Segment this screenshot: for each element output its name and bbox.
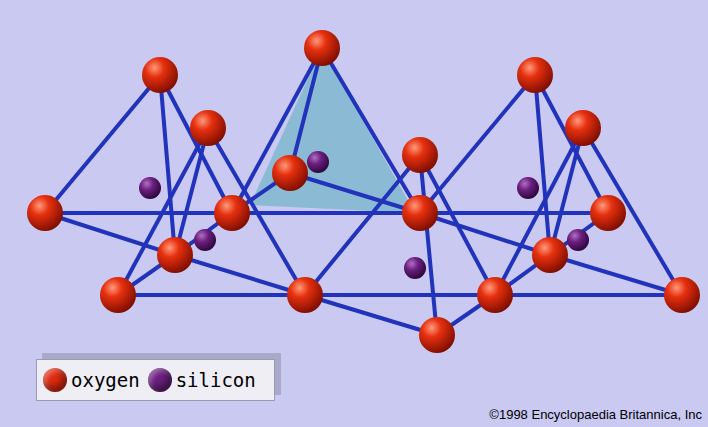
oxygen-atoms	[27, 30, 700, 353]
legend-box: oxygen silicon	[36, 359, 275, 401]
legend-text: oxygen	[71, 369, 140, 391]
bonds	[45, 48, 682, 335]
legend-item: silicon	[148, 368, 256, 392]
legend-swatch	[148, 368, 172, 392]
copyright-note: ©1998 Encyclopaedia Britannica, Inc	[489, 407, 702, 422]
legend-text: silicon	[176, 369, 256, 391]
legend-item: oxygen	[43, 368, 140, 392]
legend-swatch	[43, 368, 67, 392]
silicon-atoms	[139, 151, 589, 279]
